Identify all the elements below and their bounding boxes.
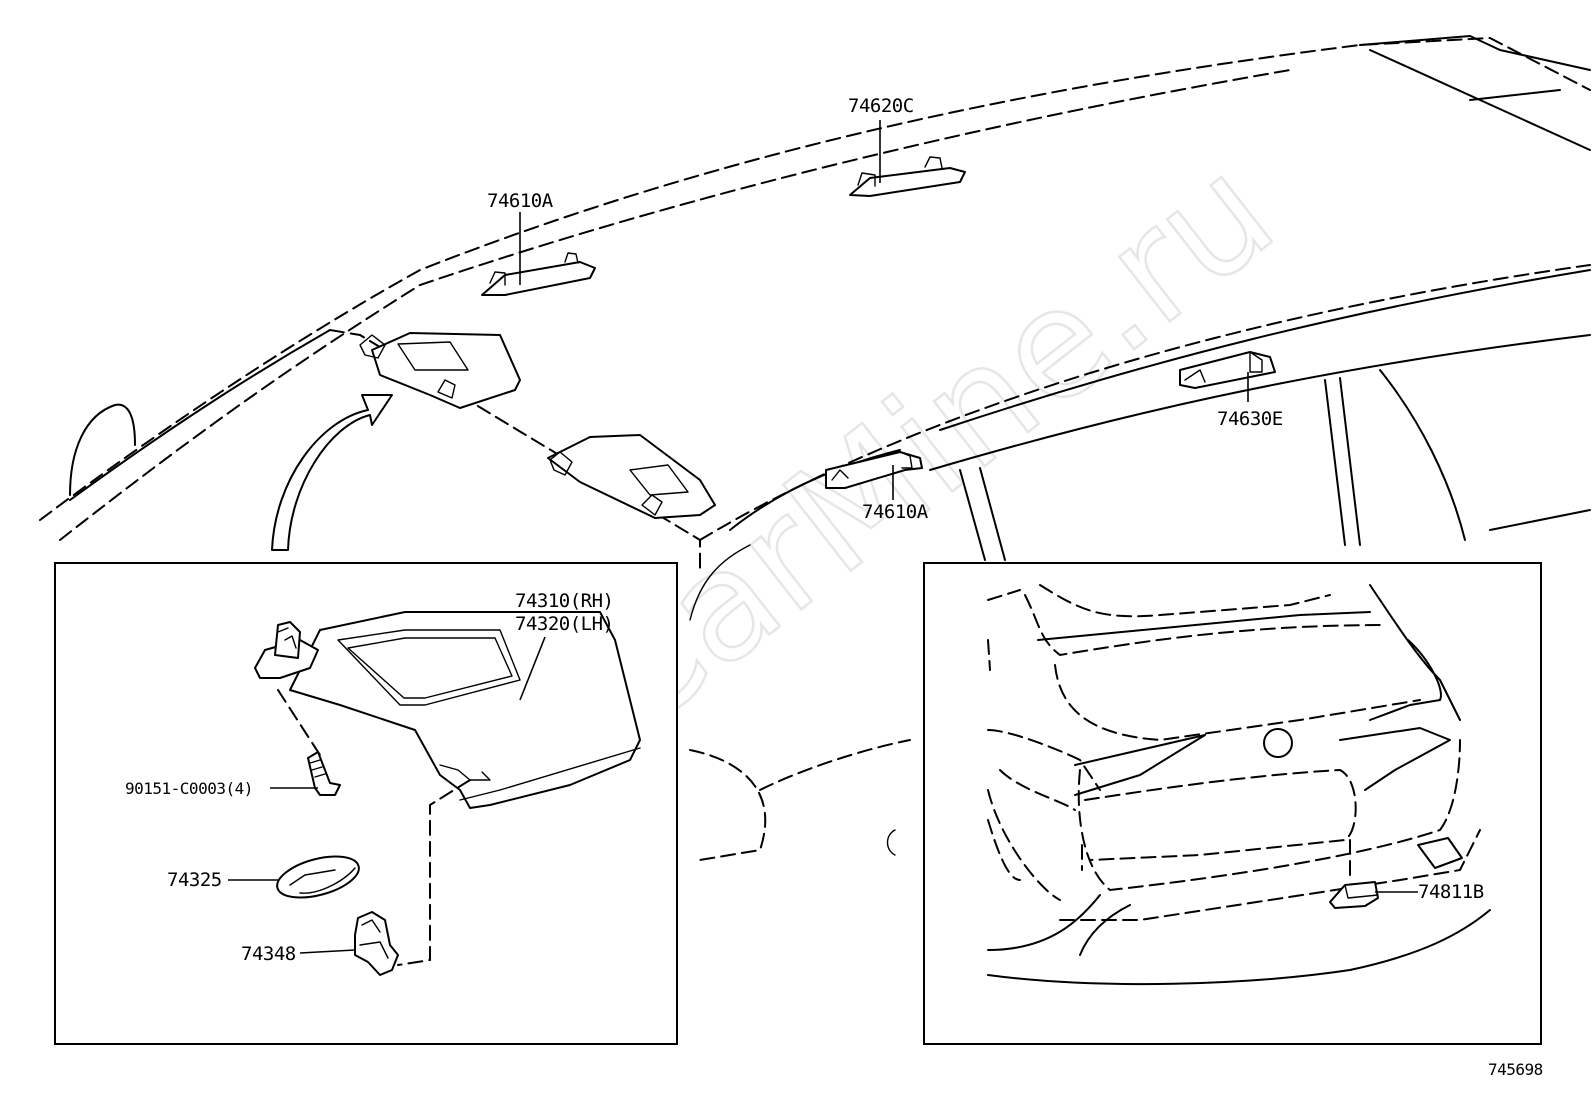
screw-dash-line	[277, 689, 321, 756]
holder-cover-label: 74325	[167, 869, 222, 891]
sun-visor-left-mirror	[397, 341, 469, 371]
assist-grip-front-clip	[489, 252, 579, 286]
assist-grip-rear-label: 74630E	[1217, 408, 1283, 430]
roof-rear-line2	[1469, 89, 1561, 101]
assist-grip-front-body	[481, 261, 596, 296]
roof-rear-line	[1369, 49, 1591, 151]
visor-detail-pivot-base	[254, 639, 319, 679]
body-lower-dash	[689, 749, 767, 861]
rear-tail-lamp-right	[1339, 727, 1451, 791]
c-pillar	[1379, 369, 1466, 541]
sun-visor-left-pivot	[359, 334, 386, 359]
screw-thread	[309, 759, 326, 778]
holder-detail	[359, 919, 389, 959]
sun-visor-left-clip	[437, 379, 456, 399]
rear-license	[1084, 768, 1357, 861]
visor-detail-pivot-post	[274, 621, 301, 659]
rear-door-edge	[1077, 739, 1461, 892]
sun-visor-left-installed	[359, 332, 521, 409]
assist-grip-front-right: 74610A	[825, 451, 929, 523]
sun-visor-right-body	[547, 434, 716, 519]
rear-emblem	[1263, 728, 1293, 758]
rear-pillar-right	[1369, 584, 1461, 721]
assist-grip-rear-clip	[1184, 351, 1263, 383]
a-pillar-trim	[69, 403, 136, 496]
door-frame-top	[929, 334, 1591, 471]
assist-grip-fr-clip	[831, 451, 913, 481]
holder-cover-detail	[289, 867, 356, 894]
body-hook	[886, 829, 896, 856]
sun-visor-right-clip	[641, 494, 663, 516]
rear-bumper-lower	[987, 909, 1491, 986]
rear-tail-lamp-left	[1074, 734, 1206, 796]
visor-leader	[519, 636, 546, 701]
assist-grip-front-label: 74610A	[487, 190, 554, 212]
holder-part	[354, 911, 399, 976]
visor-detail-frame: 74310(RH) 74320(LH) 90151-C0003(4) 74325…	[54, 562, 678, 1045]
assist-grip-center: 74620C	[848, 95, 966, 197]
rear-glass-lower	[1054, 664, 1421, 742]
side-lower	[729, 449, 901, 531]
sun-visor-right-pivot	[549, 451, 573, 476]
rear-window-dash	[1024, 594, 1386, 657]
rear-detail-border	[923, 562, 1542, 1045]
a-pillar-line	[69, 329, 331, 501]
assist-grip-front: 74610A	[481, 190, 596, 296]
rear-window-edge	[1489, 509, 1591, 531]
detail-arrow-shape	[271, 394, 393, 551]
assist-grip-fr-label: 74610A	[862, 501, 929, 523]
rear-tail-left	[987, 639, 1101, 811]
holder-cover-part	[276, 855, 360, 899]
rear-bumper-line	[987, 894, 1131, 956]
sun-visor-right-installed	[547, 434, 716, 519]
holder-leader	[299, 949, 356, 954]
detail-arrow	[271, 394, 393, 551]
assist-grip-rear: 74630E	[1179, 351, 1283, 430]
holder-label: 74348	[241, 943, 296, 965]
visor-detail-edge	[459, 747, 641, 801]
windshield-header	[329, 329, 701, 571]
visor-detail-mirror	[347, 637, 513, 699]
assist-grip-center-label: 74620C	[848, 95, 914, 117]
roof-outline	[39, 35, 1591, 861]
visor-detail-mirror-frame	[337, 629, 521, 706]
roof-rear-edge	[1359, 35, 1591, 71]
visor-detail-pivot-detail	[277, 627, 297, 649]
assist-grip-rear-body	[1179, 351, 1276, 389]
pull-dash	[1081, 839, 1351, 876]
visor-lh-label: 74320(LH)	[515, 613, 613, 635]
rear-pillar-right2	[1369, 639, 1442, 721]
body-sill-dash	[759, 739, 911, 791]
roof-edge-outer	[39, 36, 1591, 521]
rear-body-left	[987, 819, 1021, 881]
roof-edge-inner	[59, 69, 1291, 541]
screw-part	[307, 751, 341, 796]
visor-detail-body	[289, 611, 641, 809]
rear-detail-frame: 74811B	[923, 562, 1542, 1045]
assist-grip-center-body	[849, 167, 966, 197]
visor-rh-label: 74310(RH)	[515, 590, 613, 612]
rear-roof-dash	[987, 584, 1331, 618]
assist-grip-center-clip	[857, 156, 943, 187]
assist-grip-fr-body	[825, 451, 923, 489]
figure-number: 745698	[1488, 1060, 1543, 1079]
back-door-pull-label: 74811B	[1418, 881, 1484, 903]
holder-dash-line	[397, 779, 471, 966]
side-rail-solid	[939, 269, 1591, 431]
screw-label: 90151-C0003(4)	[125, 779, 253, 798]
sun-visor-right-mirror	[629, 464, 689, 496]
b-pillar	[959, 377, 1361, 561]
body-lower-arc	[689, 544, 751, 621]
rear-reflector	[1417, 837, 1463, 869]
back-door-pull-detail	[1344, 884, 1379, 899]
rear-spoiler	[1037, 611, 1371, 641]
rear-bumper	[987, 789, 1481, 921]
